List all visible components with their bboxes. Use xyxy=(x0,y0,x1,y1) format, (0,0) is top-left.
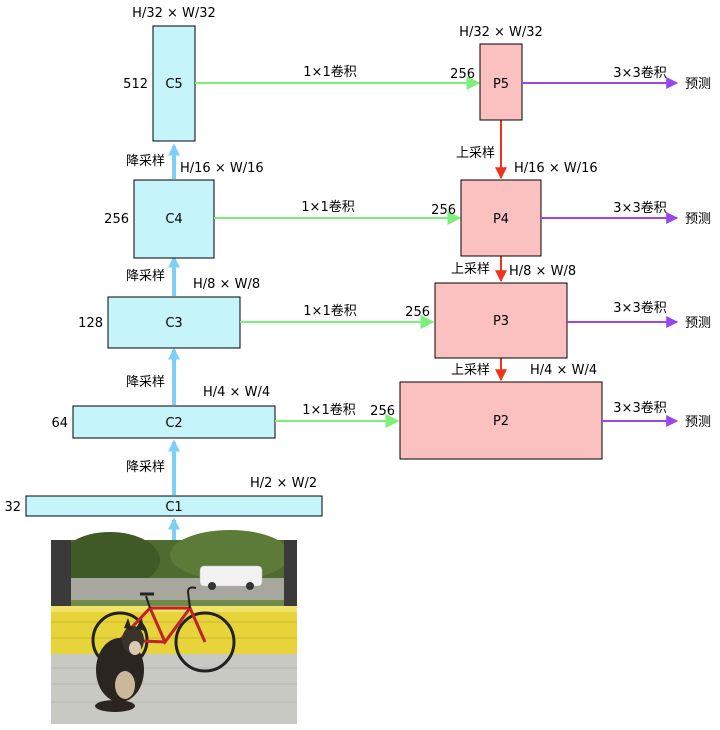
pyramid-p4: P4 256 H/16 × W/16 xyxy=(431,161,598,257)
upsample-label-p5-p4: 上采样 xyxy=(456,146,495,161)
lateral-connections: 1×1卷积 1×1卷积 1×1卷积 1×1卷积 xyxy=(195,64,481,428)
downsample-label-c4-c5: 降采样 xyxy=(126,154,165,169)
p4-size: H/16 × W/16 xyxy=(514,161,598,176)
downsample-label-c2-c3: 降采样 xyxy=(126,375,165,390)
prediction-heads: 3×3卷积 预测 3×3卷积 预测 3×3卷积 预测 3×3卷积 预测 xyxy=(522,65,711,430)
pyramid-p3: P3 256 H/8 × W/8 xyxy=(405,264,576,359)
upsample-label-p3-p2: 上采样 xyxy=(451,363,490,378)
pyramid-p2: P2 256 H/4 × W/4 xyxy=(370,363,603,460)
prediction-label-p3: 预测 xyxy=(685,316,711,331)
downsample-label-c3-c4: 降采样 xyxy=(126,269,165,284)
head-label-p4: 3×3卷积 xyxy=(613,200,666,216)
p4-channels: 256 xyxy=(431,203,456,218)
c5-size: H/32 × W/32 xyxy=(132,6,216,21)
backbone-c1: C1 32 H/2 × W/2 降采样 xyxy=(4,460,323,517)
p5-label: P5 xyxy=(493,77,509,92)
p5-channels: 256 xyxy=(450,67,475,82)
c1-label: C1 xyxy=(165,500,182,515)
p3-label: P3 xyxy=(493,314,509,329)
p3-channels: 256 xyxy=(405,305,430,320)
p2-size: H/4 × W/4 xyxy=(530,363,597,378)
prediction-label-p4: 预测 xyxy=(685,212,711,227)
c4-label: C4 xyxy=(165,212,182,227)
p2-channels: 256 xyxy=(370,404,395,419)
c2-label: C2 xyxy=(165,416,182,431)
c2-channels: 64 xyxy=(51,416,68,431)
lateral-label-c3: 1×1卷积 xyxy=(303,303,356,319)
head-label-p2: 3×3卷积 xyxy=(613,400,666,416)
lateral-label-c5: 1×1卷积 xyxy=(303,64,356,80)
backbone-c4: C4 256 H/16 × W/16 降采样 xyxy=(104,154,264,259)
c3-label: C3 xyxy=(165,316,182,331)
pyramid-p5: P5 256 H/32 × W/32 xyxy=(450,25,543,121)
c5-channels: 512 xyxy=(123,77,148,92)
p4-label: P4 xyxy=(493,212,509,227)
c1-channels: 32 xyxy=(4,500,21,515)
lateral-label-c4: 1×1卷积 xyxy=(301,199,354,215)
prediction-label-p2: 预测 xyxy=(685,415,711,430)
c3-channels: 128 xyxy=(78,316,103,331)
input-photo xyxy=(51,530,297,724)
upsample-label-p4-p3: 上采样 xyxy=(451,262,490,277)
p3-size: H/8 × W/8 xyxy=(509,264,576,279)
c2-size: H/4 × W/4 xyxy=(203,385,270,400)
c4-size: H/16 × W/16 xyxy=(180,161,264,176)
c3-size: H/8 × W/8 xyxy=(193,277,260,292)
head-label-p3: 3×3卷积 xyxy=(613,300,666,316)
backbone-c2: C2 64 H/4 × W/4 降采样 xyxy=(51,375,276,439)
lateral-label-c2: 1×1卷积 xyxy=(302,402,355,418)
p5-size: H/32 × W/32 xyxy=(459,25,543,40)
downsample-label-c1-c2: 降采样 xyxy=(126,460,165,475)
c5-label: C5 xyxy=(165,77,182,92)
head-label-p5: 3×3卷积 xyxy=(613,65,666,81)
upsample-arrows: 上采样 上采样 上采样 xyxy=(451,120,507,382)
c1-size: H/2 × W/2 xyxy=(250,476,317,491)
p2-label: P2 xyxy=(493,414,509,429)
prediction-label-p5: 预测 xyxy=(685,77,711,92)
backbone-c5: C5 512 H/32 × W/32 xyxy=(123,6,216,142)
c4-channels: 256 xyxy=(104,212,129,227)
backbone-c3: C3 128 H/8 × W/8 降采样 xyxy=(78,269,260,349)
